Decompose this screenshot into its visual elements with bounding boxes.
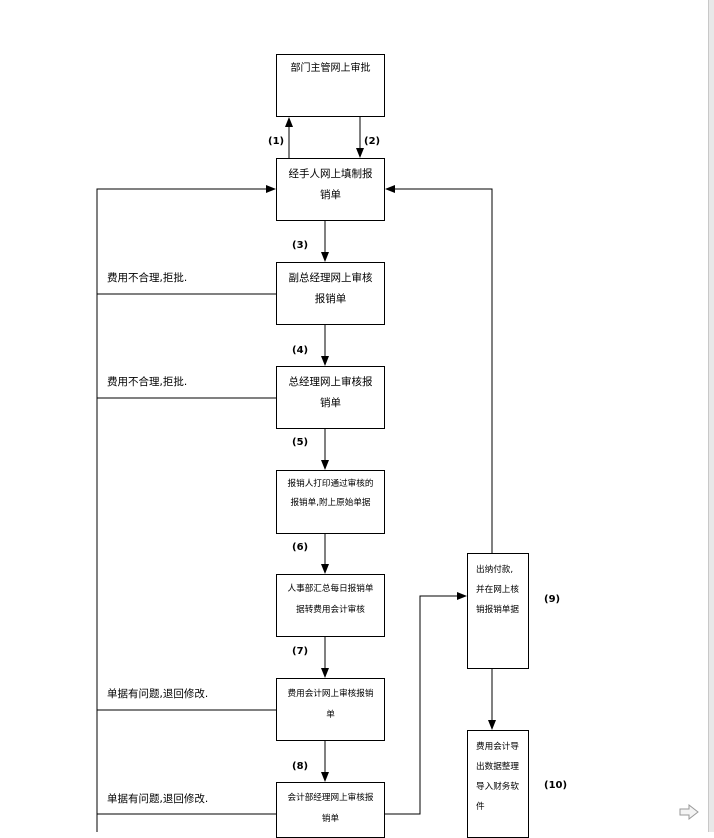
node-handler-fill-text: 经手人网上填制报销单	[288, 168, 373, 201]
node-vice-gm-review-text: 副总经理网上审核报销单	[288, 272, 373, 305]
node-print-attach-text: 报销人打印通过审核的报销单,附上原始单据	[287, 479, 374, 508]
arrow-right-icon[interactable]	[679, 804, 699, 820]
node-finance-manager-review: 会计部经理网上审核报销单	[276, 782, 385, 838]
step-label-1: (1)	[268, 136, 285, 147]
node-cashier-pay-text: 出纳付款,并在网上核销报销单据	[476, 565, 519, 615]
reject-label-expense-accountant: 单据有问题,退回修改.	[107, 688, 209, 700]
node-vice-gm-review: 副总经理网上审核报销单	[276, 262, 385, 325]
step-label-8: (8)	[292, 761, 309, 772]
node-print-attach: 报销人打印通过审核的报销单,附上原始单据	[276, 470, 385, 534]
node-dept-manager-approve: 部门主管网上审批	[276, 54, 385, 117]
reject-label-finance-manager: 单据有问题,退回修改.	[107, 793, 209, 805]
reject-label-gm: 费用不合理,拒批.	[107, 376, 188, 388]
node-expense-accountant-review: 费用会计网上审核报销单	[276, 678, 385, 741]
node-finance-manager-review-text: 会计部经理网上审核报销单	[287, 793, 374, 824]
step-label-4: (4)	[292, 345, 309, 356]
reject-label-vice-gm: 费用不合理,拒批.	[107, 272, 188, 284]
node-gm-review: 总经理网上审核报销单	[276, 366, 385, 429]
node-export-data: 费用会计导出数据整理导入财务软件	[467, 730, 529, 838]
node-hr-summary-text: 人事部汇总每日报销单据转费用会计审核	[287, 584, 374, 615]
reject-bus	[96, 185, 276, 832]
step-label-6: (6)	[292, 542, 309, 553]
step-label-2: (2)	[364, 136, 381, 147]
scrollbar-strip[interactable]	[708, 0, 714, 832]
arrow-9	[385, 592, 467, 815]
node-handler-fill: 经手人网上填制报销单	[276, 158, 385, 221]
node-gm-review-text: 总经理网上审核报销单	[288, 376, 373, 409]
node-cashier-pay: 出纳付款,并在网上核销报销单据	[467, 553, 529, 669]
step-label-10: (10)	[544, 780, 568, 791]
node-dept-manager-approve-text: 部门主管网上审批	[290, 63, 371, 74]
step-label-3: (3)	[292, 240, 309, 251]
node-export-data-text: 费用会计导出数据整理导入财务软件	[476, 742, 519, 812]
node-expense-accountant-review-text: 费用会计网上审核报销单	[287, 689, 374, 720]
node-hr-summary: 人事部汇总每日报销单据转费用会计审核	[276, 574, 385, 637]
step-label-5: (5)	[292, 437, 309, 448]
step-label-7: (7)	[292, 646, 309, 657]
step-label-9: (9)	[544, 594, 561, 605]
return-arrow-cashier	[385, 185, 493, 553]
